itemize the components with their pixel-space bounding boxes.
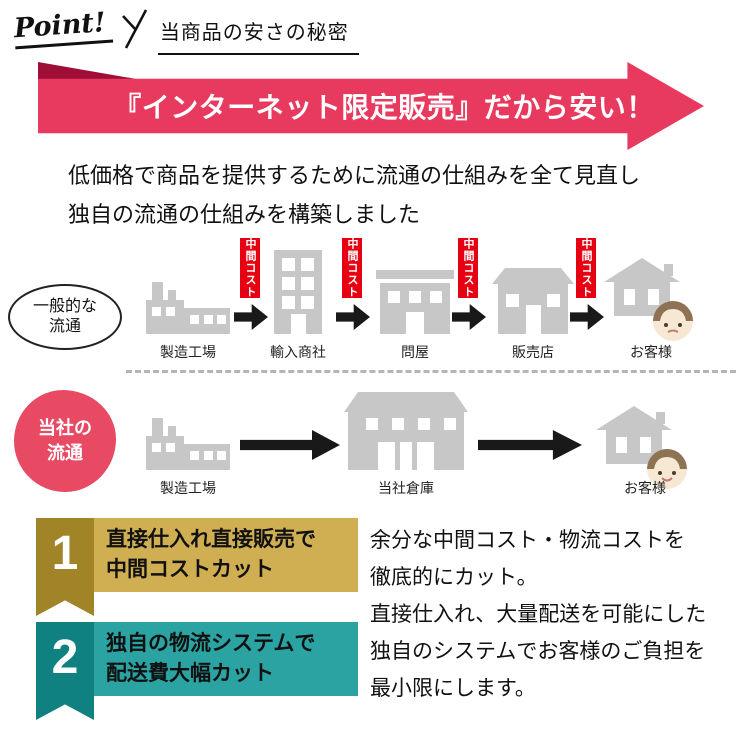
dashed-divider <box>126 370 736 373</box>
step-label: 当社倉庫 <box>378 480 434 496</box>
flow-arrow-icon <box>336 304 370 330</box>
factory-icon <box>146 418 230 470</box>
point-label: Point! <box>12 4 114 50</box>
company-flow-label: 当社の 流通 <box>14 390 116 492</box>
intro-line-1: 低価格で商品を提供するために流通の仕組みを全て見直し <box>68 163 641 188</box>
slash-divider-icon <box>121 9 147 49</box>
step-label: お客様 <box>630 344 672 360</box>
intro-line-2: 独自の流通の仕組みを構築しました <box>68 202 421 227</box>
flow-arrow-icon <box>240 430 340 460</box>
office-building-icon <box>274 250 322 334</box>
desc-line-1: 余分な中間コスト・物流コストを <box>370 529 685 552</box>
customer-face-icon <box>647 449 687 489</box>
step-label: 製造工場 <box>160 344 216 360</box>
point-2-banner: 2 独自の物流システムで 配送費大幅カット <box>36 622 358 720</box>
house-icon <box>604 258 680 316</box>
hero-arrow-banner: 『インターネット限定販売』だから安い！ <box>38 62 704 150</box>
point-2-text: 独自の物流システムで 配送費大幅カット <box>94 622 358 696</box>
step-label: お客様 <box>624 480 666 496</box>
middle-cost-badge: 中間コスト <box>576 238 596 298</box>
middle-cost-badge: 中間コスト <box>342 238 362 298</box>
factory-icon <box>146 282 230 334</box>
flow-arrow-icon <box>234 304 268 330</box>
middle-cost-badge: 中間コスト <box>458 238 478 298</box>
intro-paragraph: 低価格で商品を提供するために流通の仕組みを全て見直し 独自の流通の仕組みを構築し… <box>68 156 640 234</box>
desc-line-3: 直接仕入れ、大量配送を可能にした <box>370 603 707 626</box>
point-1-number: 1 <box>36 518 94 616</box>
desc-line-5: 最小限にします。 <box>370 677 536 700</box>
wholesaler-building-icon <box>376 270 454 334</box>
point-1-banner: 1 直接仕入れ直接販売で 中間コストカット <box>36 518 358 616</box>
general-flow-label: 一般的な 流通 <box>8 284 122 350</box>
step-label: 販売店 <box>512 344 554 360</box>
step-label: 輸入商社 <box>270 344 326 360</box>
step-label: 製造工場 <box>160 480 216 496</box>
retail-store-icon <box>492 268 574 334</box>
page-title: 当商品の安さの秘密 <box>157 8 359 55</box>
point-2-number: 2 <box>36 622 94 720</box>
flow-arrow-icon <box>570 304 604 330</box>
flow-arrow-icon <box>452 304 486 330</box>
general-flow-section: 一般的な 流通 製造工場 中間コスト 輸入商社 中間コスト <box>0 232 740 372</box>
desc-line-4: 独自のシステムでお客様のご負担を <box>370 640 706 663</box>
hero-banner-fold <box>38 62 142 80</box>
point-1-text: 直接仕入れ直接販売で 中間コストカット <box>94 518 358 592</box>
step-label: 問屋 <box>401 344 429 360</box>
company-flow-section: 当社の 流通 製造工場 当社倉庫 <box>0 384 740 514</box>
customer-face-icon <box>653 301 693 341</box>
benefit-description: 余分な中間コスト・物流コストを 徹底的にカット。 直接仕入れ、大量配送を可能にし… <box>370 522 734 707</box>
header: Point! 当商品の安さの秘密 <box>12 4 359 55</box>
company-warehouse-icon <box>344 392 468 470</box>
hero-banner-text: 『インターネット限定販売』だから安い！ <box>38 62 704 150</box>
middle-cost-badge: 中間コスト <box>240 238 260 298</box>
desc-line-2: 徹底的にカット。 <box>370 566 538 589</box>
flow-arrow-icon <box>478 430 582 460</box>
